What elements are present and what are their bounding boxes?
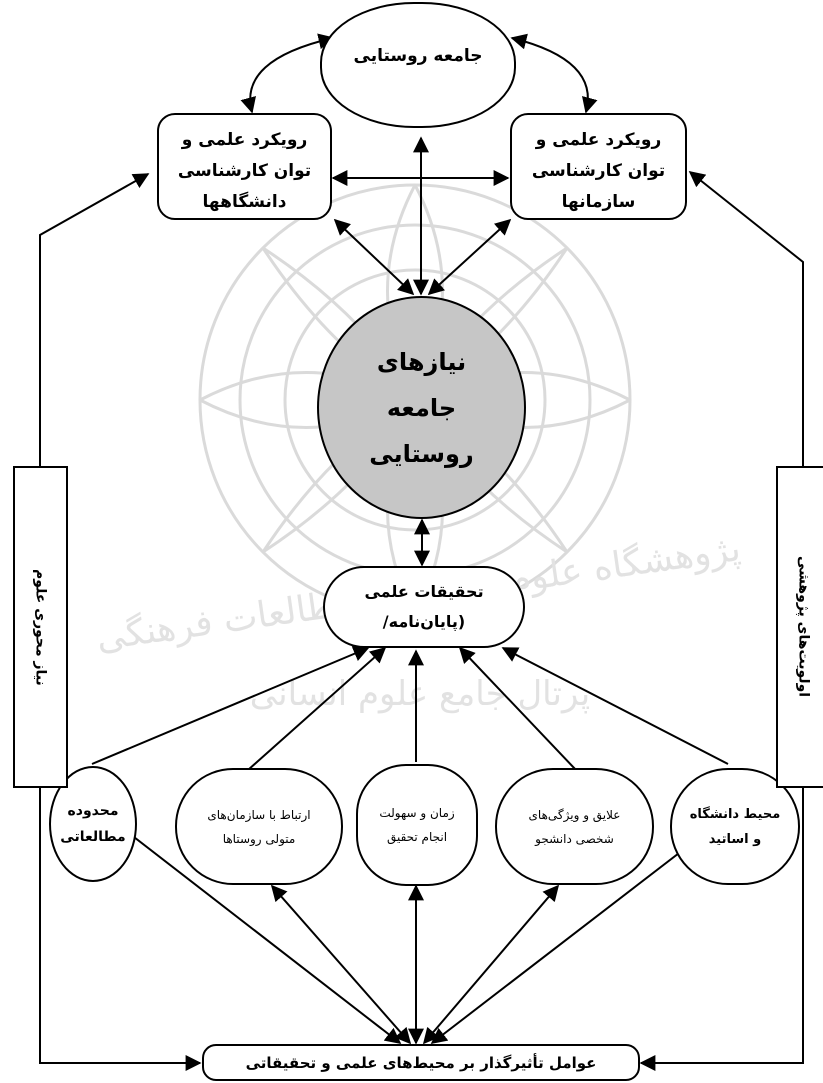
organization-approach-line-3: سازمانها: [561, 192, 636, 212]
university-approach-line-2: توان کارشناسی: [177, 161, 312, 181]
university-approach-line-1: رویکرد علمی و: [181, 130, 308, 150]
university-approach-line-3: دانشگاهها: [202, 192, 287, 212]
organization-approach-node: رویکرد علمی و توان کارشناسی سازمانها: [510, 113, 687, 220]
rural-community-node: جامعه روستایی: [320, 2, 516, 128]
time-ease-line-1: زمان و سهولت: [379, 806, 455, 820]
time-ease-node: زمان و سهولت انجام تحقیق: [356, 764, 478, 886]
scientific-research-line-2: (پایان‌نامه/: [382, 612, 466, 631]
organization-approach-line-1: رویکرد علمی و: [535, 130, 662, 150]
university-environment-line-1: محیط دانشگاه: [689, 806, 781, 822]
university-environment-line-2: و اساتید: [708, 831, 762, 847]
time-ease-line-2: انجام تحقیق: [386, 830, 448, 844]
rural-community-label: جامعه روستایی: [353, 46, 483, 66]
influencing-factors-label: عوامل تأثیرگذار بر محیط‌های علمی و تحقیق…: [245, 1053, 597, 1072]
student-interests-node: علایق و ویژگی‌های شخصی دانشجو: [495, 768, 654, 885]
study-scope-line-1: محدوده: [67, 803, 119, 819]
org-relations-node: ارتباط با سازمان‌های متولی روستاها: [175, 768, 343, 885]
svg-text:پرتال جامع علوم انسانی: پرتال جامع علوم انسانی: [250, 674, 590, 714]
student-interests-line-1: علایق و ویژگی‌های: [528, 807, 621, 822]
student-interests-line-2: شخصی دانشجو: [535, 831, 614, 846]
left-side-box: نیاز محوری علوم: [13, 466, 68, 788]
university-approach-node: رویکرد علمی و توان کارشناسی دانشگاهها: [157, 113, 332, 220]
right-side-box: اولویت‌های پژوهشی: [776, 466, 823, 788]
rural-needs-line-2: جامعه: [386, 393, 457, 422]
study-scope-line-2: مطالعاتی: [60, 829, 126, 845]
research-priorities-label: اولویت‌های پژوهشی: [795, 556, 812, 698]
influencing-factors-node: عوامل تأثیرگذار بر محیط‌های علمی و تحقیق…: [202, 1044, 640, 1081]
rural-needs-line-1: نیازهای: [376, 347, 467, 376]
science-needs-label: نیاز محوری علوم: [32, 568, 49, 686]
rural-needs-node: نیازهای جامعه روستایی: [317, 296, 526, 519]
scientific-research-line-1: تحقیقات علمی: [364, 582, 484, 601]
organization-approach-line-2: توان کارشناسی: [531, 161, 666, 181]
scientific-research-node: تحقیقات علمی (پایان‌نامه/: [323, 566, 525, 648]
rural-needs-line-3: روستایی: [369, 439, 474, 468]
org-relations-line-1: ارتباط با سازمان‌های: [207, 807, 311, 822]
org-relations-line-2: متولی روستاها: [222, 831, 296, 846]
